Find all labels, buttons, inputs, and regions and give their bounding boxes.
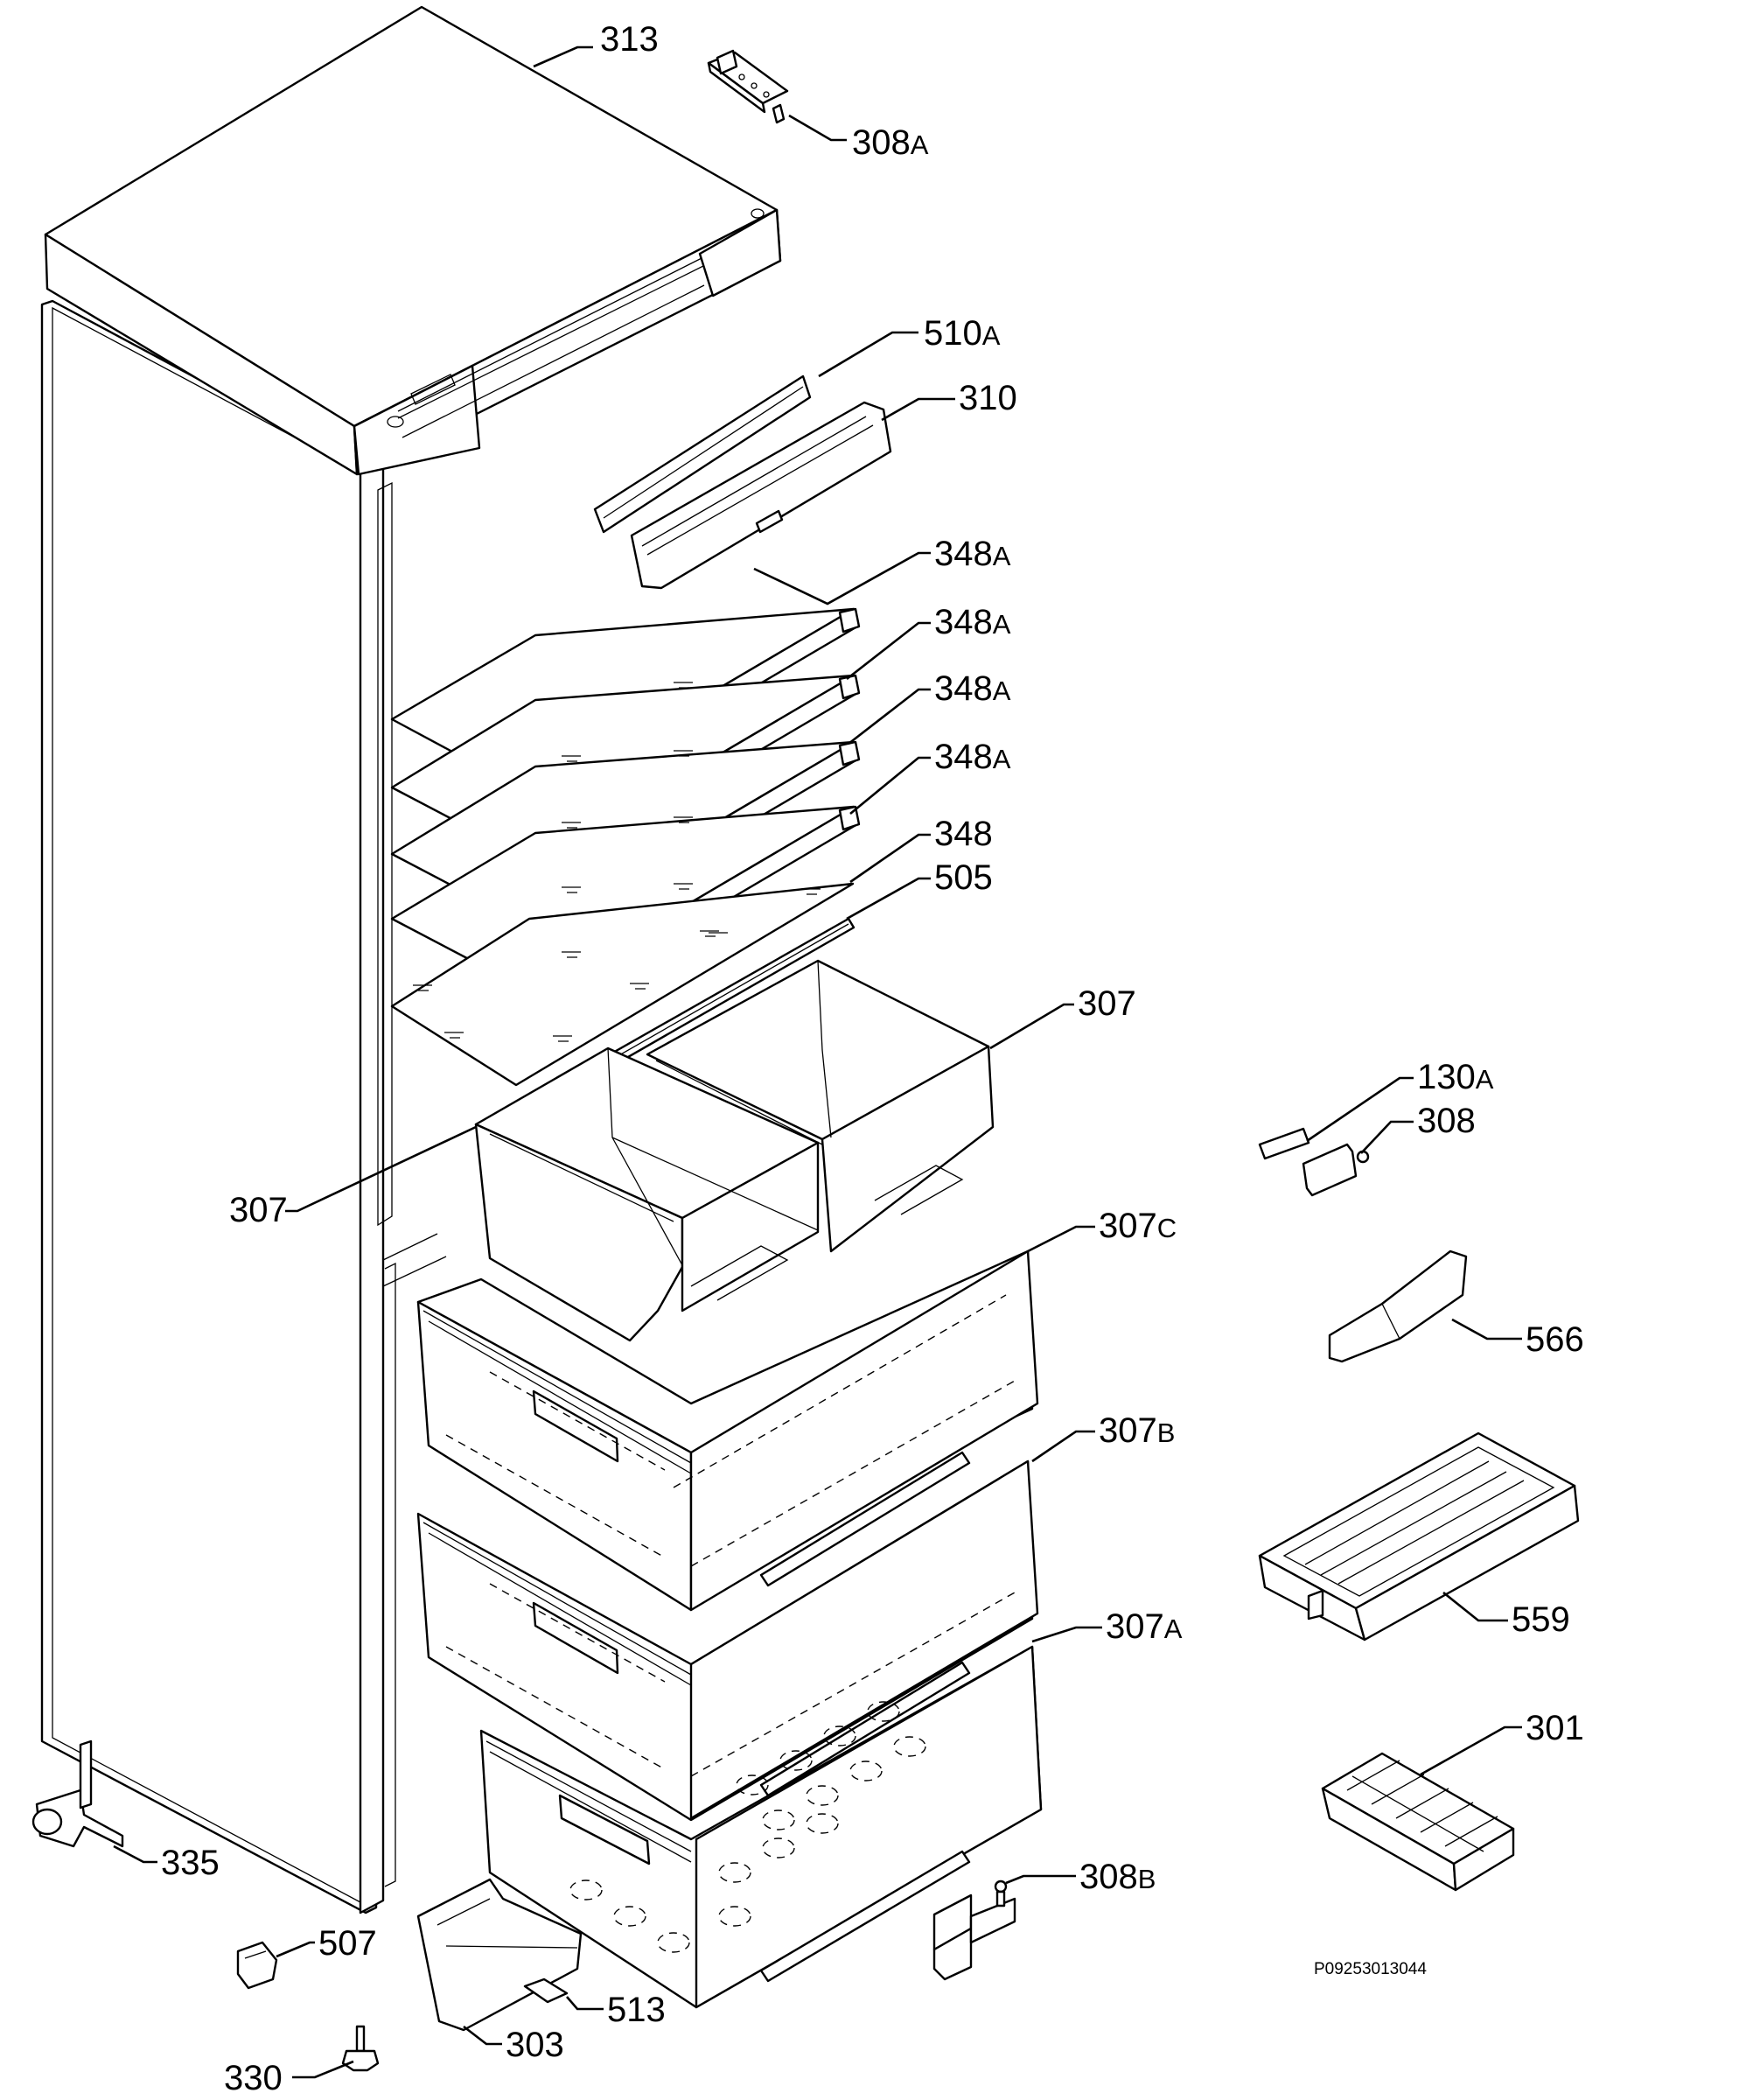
label-307-right: 307 (1078, 984, 1136, 1023)
freezer-drawer-307b (416, 1460, 1039, 1822)
label-303: 303 (506, 2026, 564, 2064)
ice-cube-tray-301 (1321, 1752, 1515, 1892)
label-307a: 307A (1106, 1607, 1183, 1646)
label-308: 308 (1417, 1102, 1476, 1140)
foot-bracket-335 (31, 1740, 124, 1848)
label-308b: 308B (1079, 1858, 1156, 1896)
label-313: 313 (600, 20, 659, 59)
label-307c: 307C (1099, 1207, 1177, 1245)
handle-310 (630, 401, 892, 590)
label-513: 513 (607, 1991, 666, 2029)
label-307-left: 307 (229, 1191, 288, 1229)
top-cover-313 (44, 5, 782, 476)
adjustable-foot-330 (341, 2025, 380, 2072)
label-330: 330 (224, 2059, 283, 2097)
label-335: 335 (161, 1844, 220, 1882)
scraper-566 (1328, 1250, 1468, 1363)
label-348a-4: 348A (934, 738, 1011, 776)
freezer-drawer-307a (479, 1645, 1043, 2009)
crisper-bin-307-right (646, 959, 995, 1253)
label-348: 348 (934, 815, 993, 853)
ice-tray-559 (1258, 1432, 1580, 1642)
label-308a: 308A (852, 123, 929, 162)
label-510a: 510A (924, 314, 1001, 353)
cover-130a (1258, 1127, 1310, 1160)
hinge-308b (932, 1880, 1016, 1981)
label-348a-3: 348A (934, 669, 1011, 708)
cabinet-body (40, 299, 447, 1914)
top-hinge-308a (707, 49, 789, 124)
label-310: 310 (959, 379, 1017, 417)
label-507: 507 (318, 1924, 377, 1963)
label-301: 301 (1526, 1709, 1584, 1747)
leader-lines (113, 46, 1522, 2079)
label-505: 505 (934, 858, 993, 897)
label-559: 559 (1512, 1600, 1570, 1639)
freezer-drawer-307c (416, 1250, 1039, 1612)
label-566: 566 (1526, 1320, 1584, 1359)
label-130a: 130A (1417, 1058, 1494, 1096)
tab-513 (523, 1978, 569, 2004)
plinth-303 (416, 1878, 583, 2032)
part-labels: 313 308A 510A 310 348A 348A 348A 348A 34… (161, 20, 1584, 2097)
label-348a-1: 348A (934, 535, 1011, 573)
trim-strip-510a (593, 374, 812, 534)
crisper-bin-307-left (474, 1046, 820, 1342)
drawing-code: P09253013044 (1314, 1960, 1427, 1978)
shelf-348 (390, 882, 855, 1087)
label-307b: 307B (1099, 1411, 1175, 1450)
clip-507 (236, 1941, 278, 1990)
hinge-308 (1302, 1143, 1370, 1197)
label-348a-2: 348A (934, 603, 1011, 641)
